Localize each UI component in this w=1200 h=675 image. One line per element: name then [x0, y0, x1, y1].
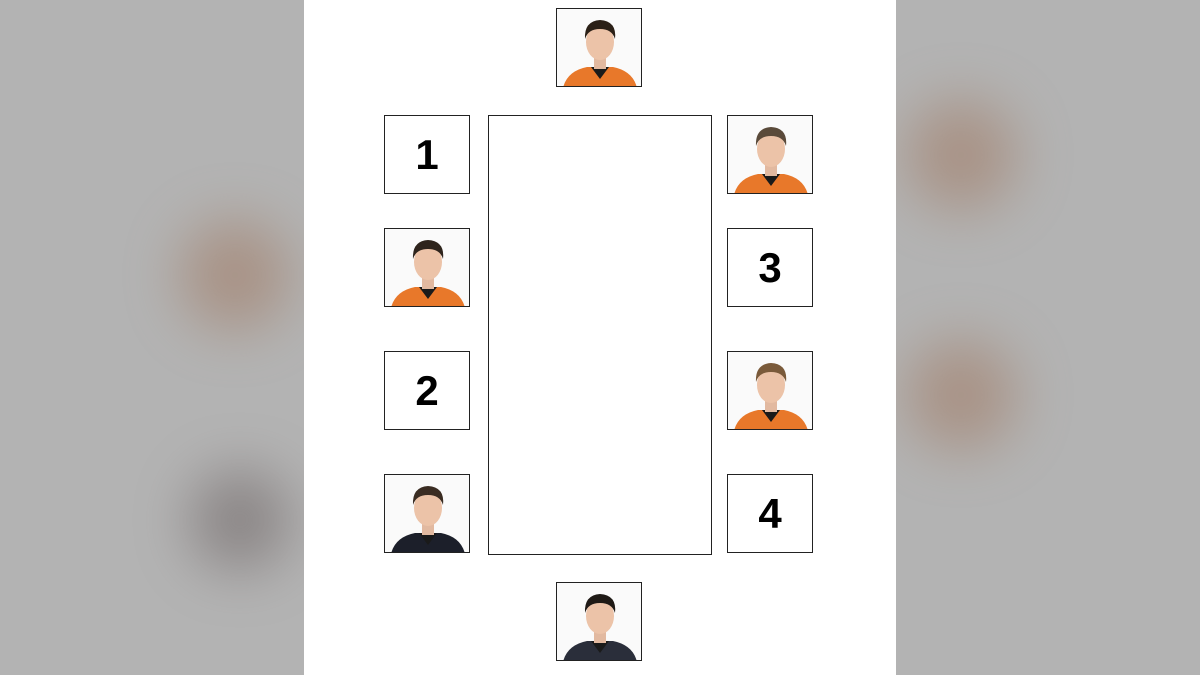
seat-left-1: 1: [384, 115, 470, 194]
seat-number: 4: [758, 489, 782, 537]
blurred-shape: [180, 220, 290, 330]
collar: [762, 410, 780, 422]
collar: [419, 287, 437, 299]
player-photo: [728, 352, 812, 429]
table: [488, 115, 712, 555]
player-photo: [385, 229, 469, 306]
seat-right-3: [727, 351, 813, 430]
hair: [412, 486, 444, 505]
seat-left-2: [384, 228, 470, 307]
face: [586, 24, 614, 60]
collar: [762, 174, 780, 186]
hair: [755, 363, 787, 382]
player-photo: [728, 116, 812, 193]
seat-left-4: [384, 474, 470, 553]
seat-right-1: [727, 115, 813, 194]
face: [586, 598, 614, 634]
hair: [412, 240, 444, 259]
hair: [755, 127, 787, 146]
collar: [591, 67, 609, 79]
player-photo: [385, 475, 469, 552]
seat-right-2: 3: [727, 228, 813, 307]
seating-diagram: 1 2 3: [304, 0, 896, 675]
collar: [419, 533, 437, 545]
seat-number: 3: [758, 243, 782, 291]
face: [414, 244, 442, 280]
seat-number: 1: [415, 130, 439, 178]
seat-left-3: 2: [384, 351, 470, 430]
seat-top: [556, 8, 642, 87]
face: [757, 367, 785, 403]
hair: [584, 594, 616, 613]
face: [414, 490, 442, 526]
hair: [584, 20, 616, 39]
seat-right-4: 4: [727, 474, 813, 553]
blurred-shape: [190, 470, 290, 570]
blurred-shape: [906, 340, 1016, 450]
blurred-background-left: [0, 0, 304, 675]
collar: [591, 641, 609, 653]
player-photo: [557, 583, 641, 660]
seat-number: 2: [415, 366, 439, 414]
blurred-background-right: [896, 0, 1200, 675]
player-photo: [557, 9, 641, 86]
blurred-shape: [906, 100, 1016, 210]
seat-bottom: [556, 582, 642, 661]
face: [757, 131, 785, 167]
